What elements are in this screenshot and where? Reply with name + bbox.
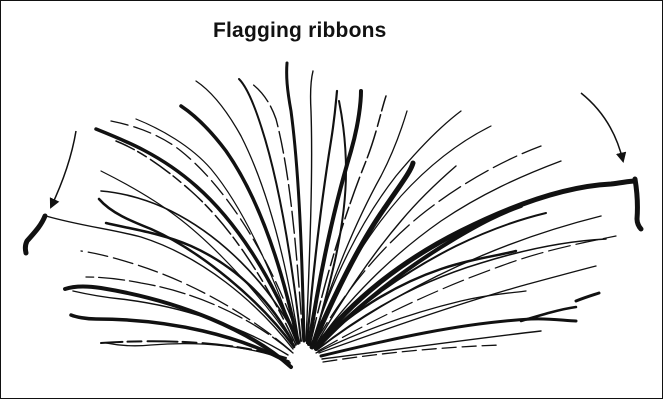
ribbon [317, 181, 635, 346]
ribbon [321, 319, 576, 356]
ribbon [576, 293, 599, 301]
ribbon [635, 179, 641, 229]
ribbon [312, 111, 461, 344]
ribbon [71, 315, 289, 363]
ribbon [46, 216, 293, 349]
ribbon [25, 216, 45, 253]
ribbon [116, 141, 296, 345]
right-arrow [581, 93, 623, 161]
ribbon-group [25, 63, 641, 367]
left-arrow [51, 131, 76, 207]
